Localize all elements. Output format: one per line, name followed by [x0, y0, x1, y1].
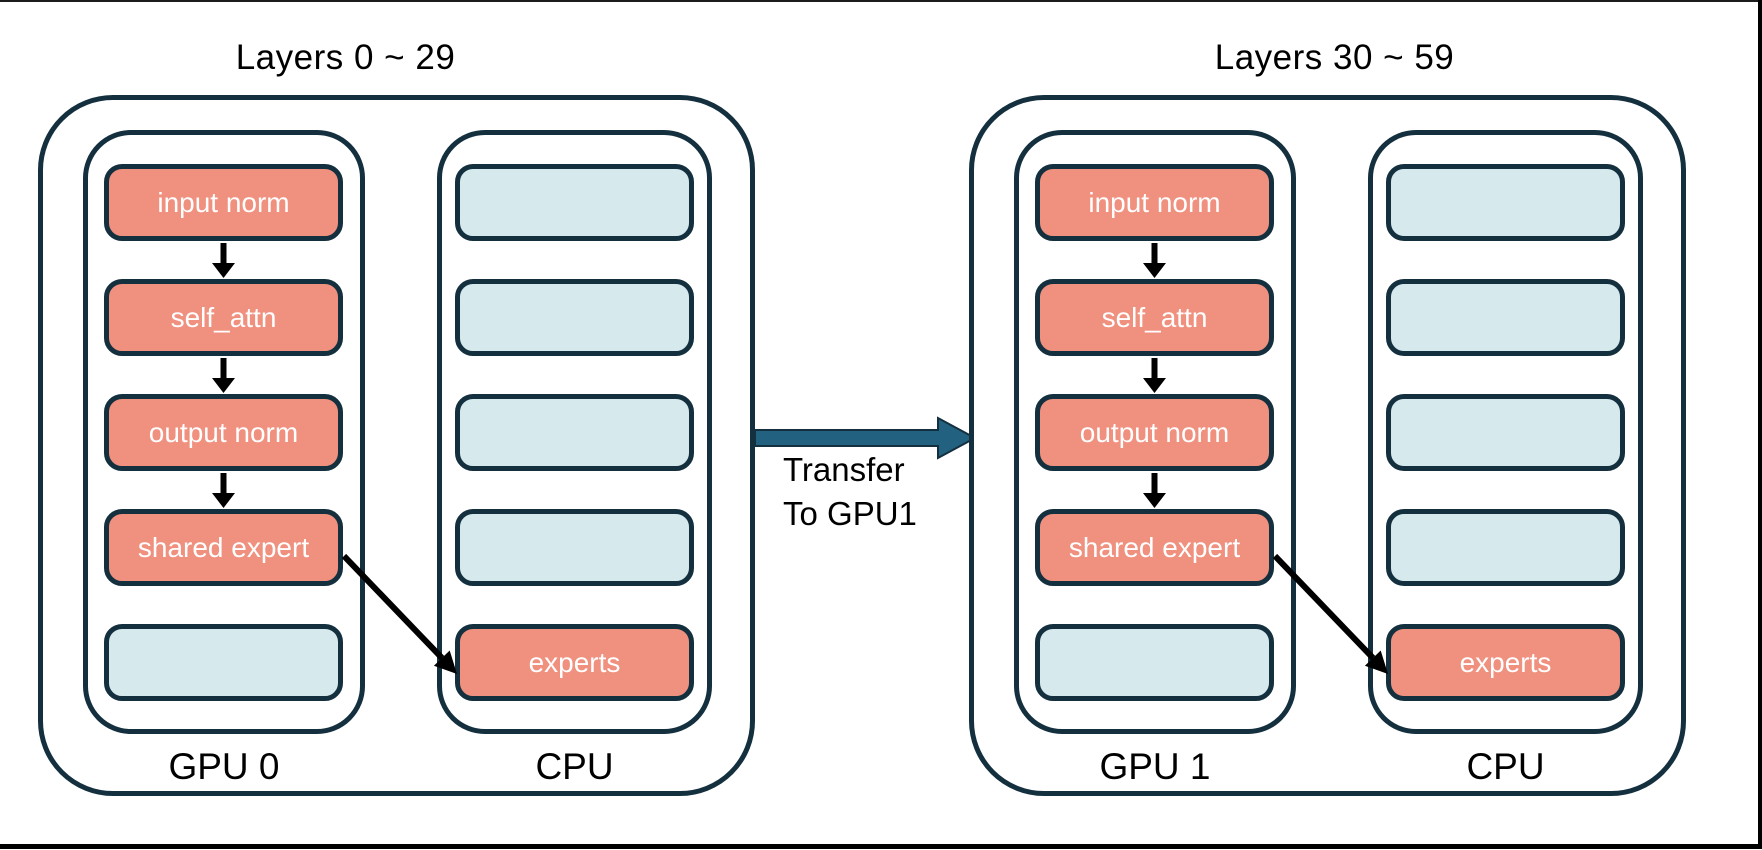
- shared-expert-label: shared expert: [137, 531, 310, 563]
- output-norm-box: output norm: [104, 394, 343, 471]
- output-norm-label: output norm: [148, 416, 299, 448]
- gpu-label: GPU 1: [1099, 746, 1211, 787]
- output-norm-label: output norm: [1079, 416, 1230, 448]
- experts-label: experts: [528, 646, 621, 678]
- output-norm-box: output norm: [1035, 394, 1274, 471]
- cpu-placeholder-box: [1386, 164, 1625, 241]
- input-norm-label: input norm: [1088, 186, 1221, 218]
- cpu-label: CPU: [535, 746, 614, 787]
- shared-expert-label: shared expert: [1068, 531, 1241, 563]
- transfer-label-line1: Transfer: [783, 451, 905, 488]
- frame-top-border: [0, 0, 1762, 2]
- gpu-label: GPU 0: [168, 746, 280, 787]
- frame-bottom-border: [0, 844, 1762, 849]
- input-norm-box: input norm: [1035, 164, 1274, 241]
- self-attn-box: self_attn: [1035, 279, 1274, 356]
- layer-group-1: Layers 30 ~ 59 input norm self_attn outp…: [969, 0, 1686, 850]
- gpu-placeholder-box: [1035, 624, 1274, 701]
- cpu-placeholder-box: [1386, 279, 1625, 356]
- self-attn-box: self_attn: [104, 279, 343, 356]
- experts-box: experts: [455, 624, 694, 701]
- experts-box: experts: [1386, 624, 1625, 701]
- layer-group-0: Layers 0 ~ 29 input norm self_attn outpu…: [38, 0, 755, 850]
- shared-expert-box: shared expert: [1035, 509, 1274, 586]
- cpu-placeholder-box: [1386, 509, 1625, 586]
- transfer-label-line2: To GPU1: [783, 495, 917, 532]
- gpu-placeholder-box: [104, 624, 343, 701]
- cpu-placeholder-box: [455, 509, 694, 586]
- input-norm-label: input norm: [157, 186, 290, 218]
- experts-label: experts: [1459, 646, 1552, 678]
- cpu-label: CPU: [1466, 746, 1545, 787]
- cpu-placeholder-box: [455, 394, 694, 471]
- self-attn-label: self_attn: [170, 301, 277, 333]
- cpu-placeholder-box: [1386, 394, 1625, 471]
- transfer-arrow-icon: [754, 416, 978, 460]
- self-attn-label: self_attn: [1101, 301, 1208, 333]
- cpu-placeholder-box: [455, 164, 694, 241]
- shared-expert-box: shared expert: [104, 509, 343, 586]
- transfer-label: Transfer To GPU1: [783, 448, 917, 536]
- input-norm-box: input norm: [104, 164, 343, 241]
- frame-right-border: [1758, 0, 1762, 849]
- group-title: Layers 0 ~ 29: [235, 38, 456, 77]
- cpu-placeholder-box: [455, 279, 694, 356]
- group-title: Layers 30 ~ 59: [1214, 38, 1455, 77]
